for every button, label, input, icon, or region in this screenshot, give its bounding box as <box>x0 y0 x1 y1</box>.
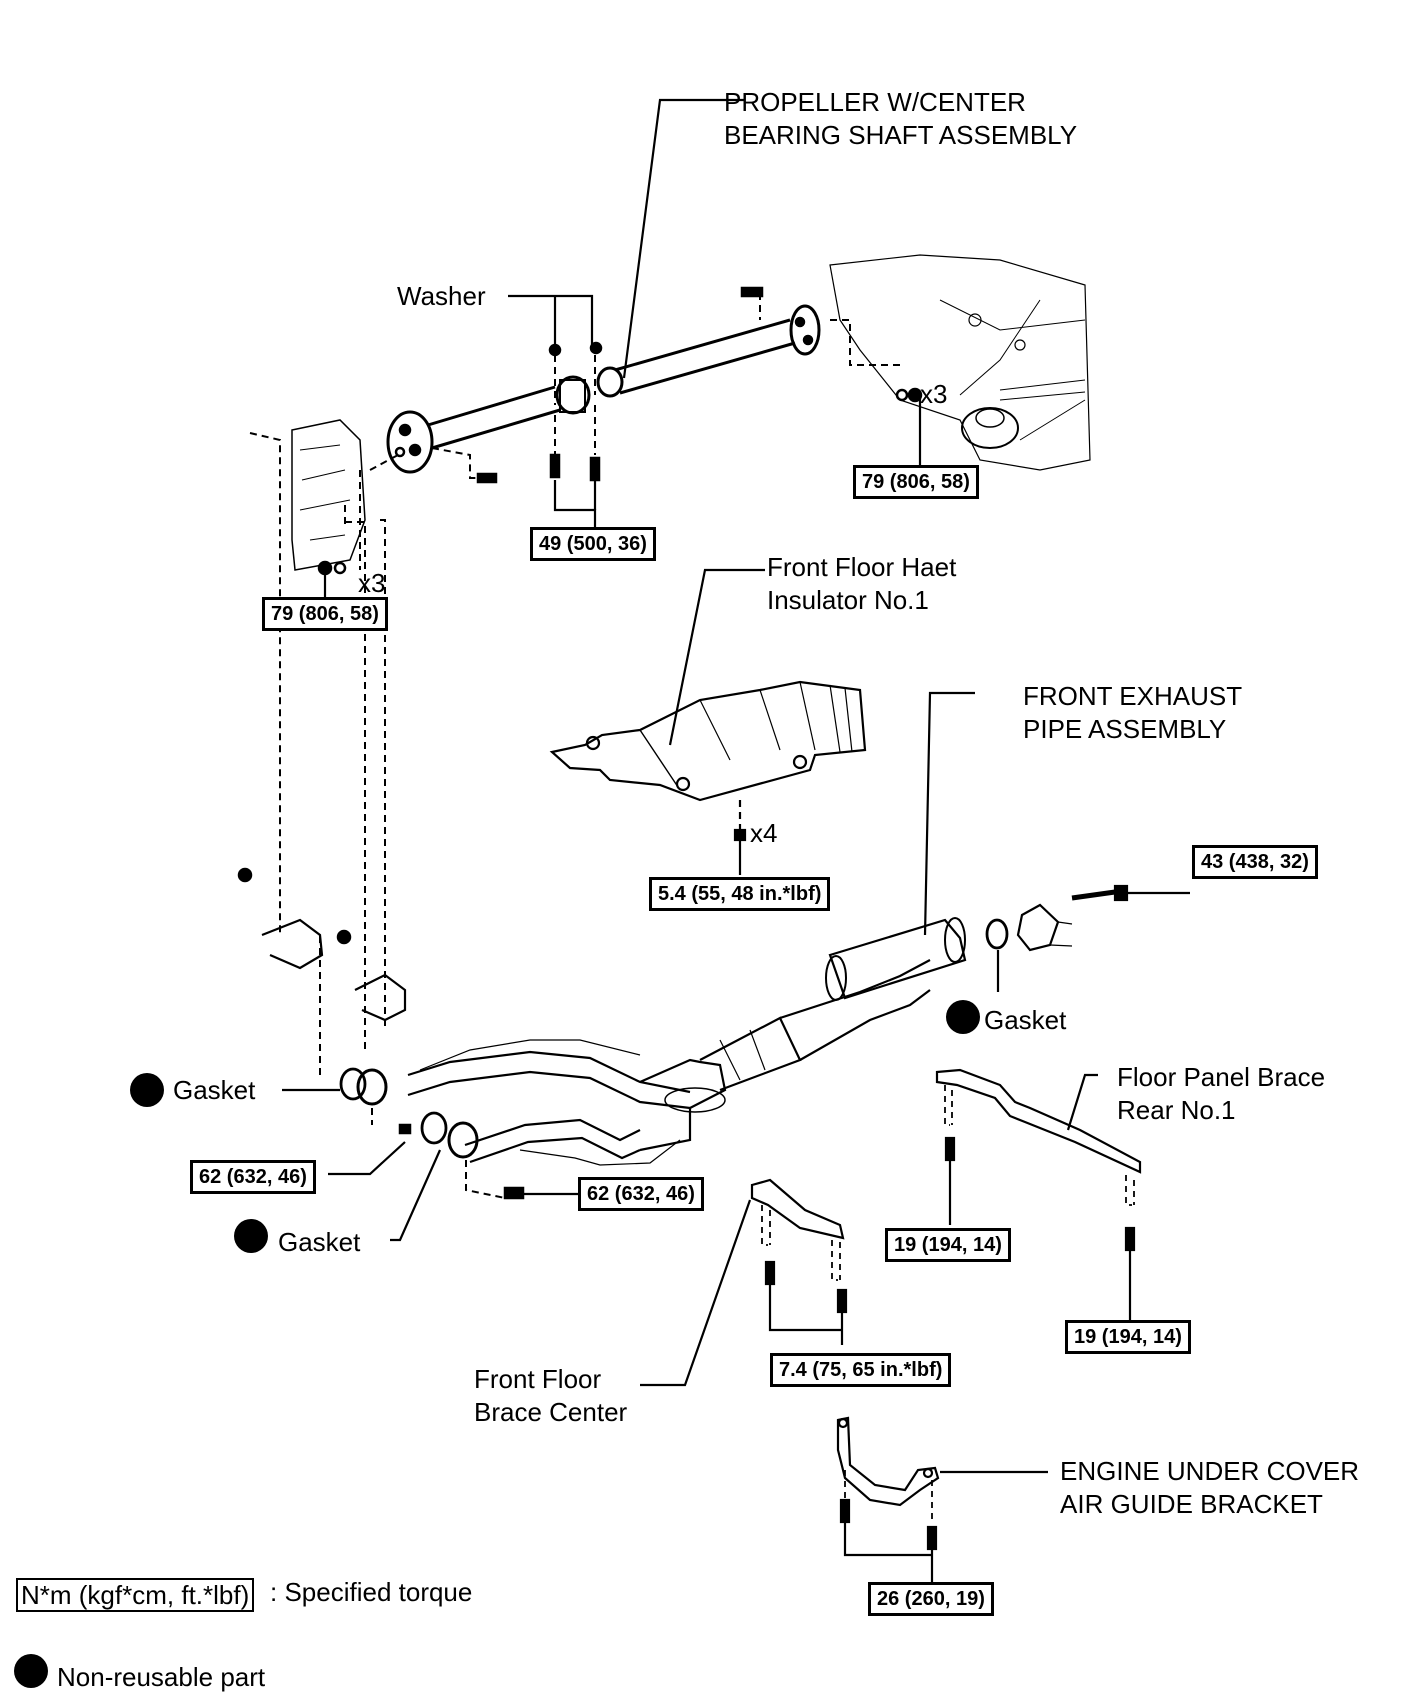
torque-front-left-bolt: 62 (632, 46) <box>190 1160 316 1194</box>
label-line: Brace Center <box>474 1397 628 1427</box>
qty-insulator-nuts: x4 <box>750 818 778 848</box>
non-reusable-marker <box>234 1219 268 1253</box>
label-line: BEARING SHAFT ASSEMBLY <box>724 120 1078 150</box>
torque-front-flange: 79 (806, 58) <box>262 597 388 631</box>
heat-insulator-drawing <box>549 568 867 875</box>
torque-center-bearing: 49 (500, 36) <box>530 527 656 561</box>
label-line: Floor Panel Brace <box>1117 1062 1326 1092</box>
exhaust-pipe-drawing <box>261 884 1129 1166</box>
label-floor-panel-brace: Floor Panel Brace Rear No.1 <box>1117 1061 1325 1127</box>
torque-brace-rear-left: 19 (194, 14) <box>885 1228 1011 1262</box>
qty-front-nuts: x3 <box>358 568 386 598</box>
propeller-shaft-drawing <box>291 254 1091 576</box>
label-air-guide-bracket: ENGINE UNDER COVER AIR GUIDE BRACKET <box>1060 1455 1359 1521</box>
label-line: Front Floor <box>474 1364 602 1394</box>
air-guide-bracket-drawing <box>836 1416 1048 1582</box>
legend-non-reusable-label: Non-reusable part <box>57 1662 266 1692</box>
label-gasket-front-right: Gasket <box>278 1227 361 1257</box>
front-floor-brace-drawing <box>640 1178 848 1387</box>
label-gasket-rear: Gasket <box>984 1005 1067 1035</box>
label-front-floor-brace: Front Floor Brace Center <box>474 1363 627 1429</box>
torque-rear-flange: 79 (806, 58) <box>853 465 979 499</box>
torque-brace-rear-right: 19 (194, 14) <box>1065 1320 1191 1354</box>
label-washer: Washer <box>397 281 486 311</box>
legend-torque-units: N*m (kgf*cm, ft.*lbf) <box>16 1578 255 1612</box>
label-line: PIPE ASSEMBLY <box>1023 714 1227 744</box>
label-line: FRONT EXHAUST <box>1023 681 1243 711</box>
label-gasket-front-left: Gasket <box>173 1075 256 1105</box>
label-line: PROPELLER W/CENTER <box>724 87 1026 117</box>
label-front-exhaust-pipe: FRONT EXHAUST PIPE ASSEMBLY <box>1023 680 1242 746</box>
non-reusable-marker <box>130 1073 164 1107</box>
torque-insulator: 5.4 (55, 48 in.*lbf) <box>649 877 831 911</box>
label-propeller-shaft: PROPELLER W/CENTER BEARING SHAFT ASSEMBL… <box>724 86 1077 152</box>
label-line: ENGINE UNDER COVER <box>1060 1456 1360 1486</box>
torque-air-guide: 26 (260, 19) <box>868 1582 994 1616</box>
label-heat-insulator: Front Floor Haet Insulator No.1 <box>767 551 956 617</box>
label-line: Front Floor Haet <box>767 552 957 582</box>
non-reusable-marker <box>946 1000 980 1034</box>
label-line: Insulator No.1 <box>767 585 929 615</box>
legend-non-reusable-icon <box>14 1654 48 1688</box>
legend-torque-description: : Specified torque <box>270 1577 473 1607</box>
qty-rear-nuts: x3 <box>920 379 948 409</box>
floor-panel-brace-drawing <box>935 1068 1142 1320</box>
label-line: Rear No.1 <box>1117 1095 1236 1125</box>
torque-brace-center: 7.4 (75, 65 in.*lbf) <box>770 1353 952 1387</box>
label-line: AIR GUIDE BRACKET <box>1060 1489 1323 1519</box>
torque-front-right-bolt: 62 (632, 46) <box>578 1177 704 1211</box>
torque-tail-bolt: 43 (438, 32) <box>1192 845 1318 879</box>
